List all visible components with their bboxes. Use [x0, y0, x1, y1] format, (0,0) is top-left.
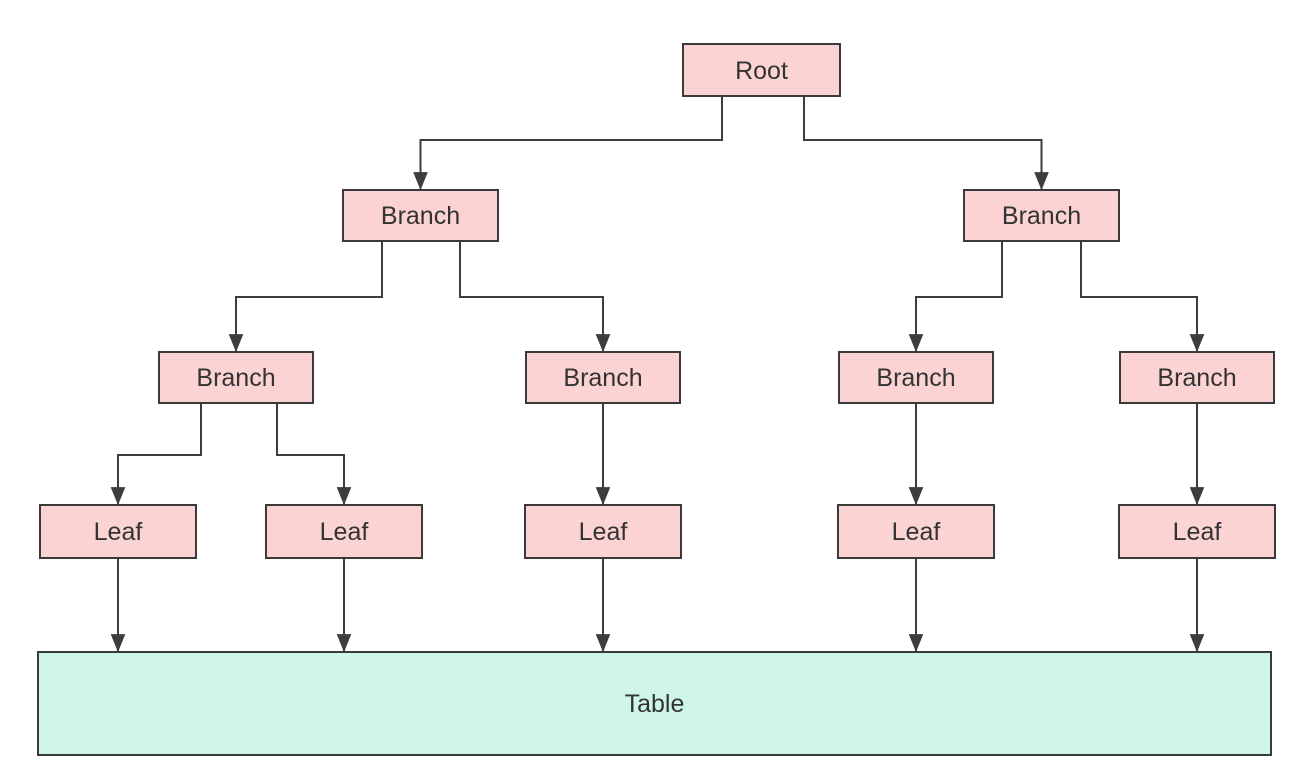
node-branch-2-label: Branch — [563, 364, 642, 392]
connector-root-to-branch-right — [803, 96, 1049, 191]
connector-branch-1-to-leaf-1 — [110, 403, 202, 506]
connector-branch-left-to-branch-2 — [459, 241, 611, 353]
connector-root-to-branch-left — [413, 96, 723, 191]
node-branch-left-label: Branch — [381, 202, 460, 230]
node-leaf-5-label: Leaf — [1173, 518, 1222, 546]
node-branch-left: Branch — [342, 189, 499, 242]
node-branch-4: Branch — [1119, 351, 1275, 404]
node-table-label: Table — [625, 690, 685, 718]
node-branch-4-box — [1119, 351, 1275, 404]
node-leaf-4-label: Leaf — [892, 518, 941, 546]
node-branch-2: Branch — [525, 351, 681, 404]
connector-branch-right-to-branch-4 — [1080, 241, 1205, 353]
node-branch-right-box — [963, 189, 1120, 242]
node-leaf-5: Leaf — [1118, 504, 1276, 559]
node-branch-2-box — [525, 351, 681, 404]
node-branch-right-label: Branch — [1002, 202, 1081, 230]
node-branch-1: Branch — [158, 351, 314, 404]
node-branch-1-box — [158, 351, 314, 404]
node-leaf-1: Leaf — [39, 504, 197, 559]
node-leaf-4: Leaf — [837, 504, 995, 559]
node-table: Table — [37, 651, 1272, 756]
node-branch-3-label: Branch — [876, 364, 955, 392]
node-branch-left-box — [342, 189, 499, 242]
node-branch-3-box — [838, 351, 994, 404]
node-leaf-3-label: Leaf — [579, 518, 628, 546]
node-leaf-2-label: Leaf — [320, 518, 369, 546]
node-leaf-3: Leaf — [524, 504, 682, 559]
node-root-box — [682, 43, 841, 97]
connectors — [110, 96, 1205, 653]
node-leaf-3-box — [524, 504, 682, 559]
node-branch-4-label: Branch — [1157, 364, 1236, 392]
node-leaf-2: Leaf — [265, 504, 423, 559]
node-leaf-4-box — [837, 504, 995, 559]
node-root-label: Root — [735, 57, 788, 85]
node-root: Root — [682, 43, 841, 97]
node-leaf-2-box — [265, 504, 423, 559]
node-leaf-5-box — [1118, 504, 1276, 559]
node-branch-1-label: Branch — [196, 364, 275, 392]
node-branch-right: Branch — [963, 189, 1120, 242]
connector-branch-left-to-branch-1 — [228, 241, 383, 353]
node-table-box — [37, 651, 1272, 756]
node-leaf-1-label: Leaf — [94, 518, 143, 546]
node-leaf-1-box — [39, 504, 197, 559]
node-branch-3: Branch — [838, 351, 994, 404]
connector-branch-1-to-leaf-2 — [276, 403, 352, 506]
connector-branch-right-to-branch-3 — [908, 241, 1003, 353]
